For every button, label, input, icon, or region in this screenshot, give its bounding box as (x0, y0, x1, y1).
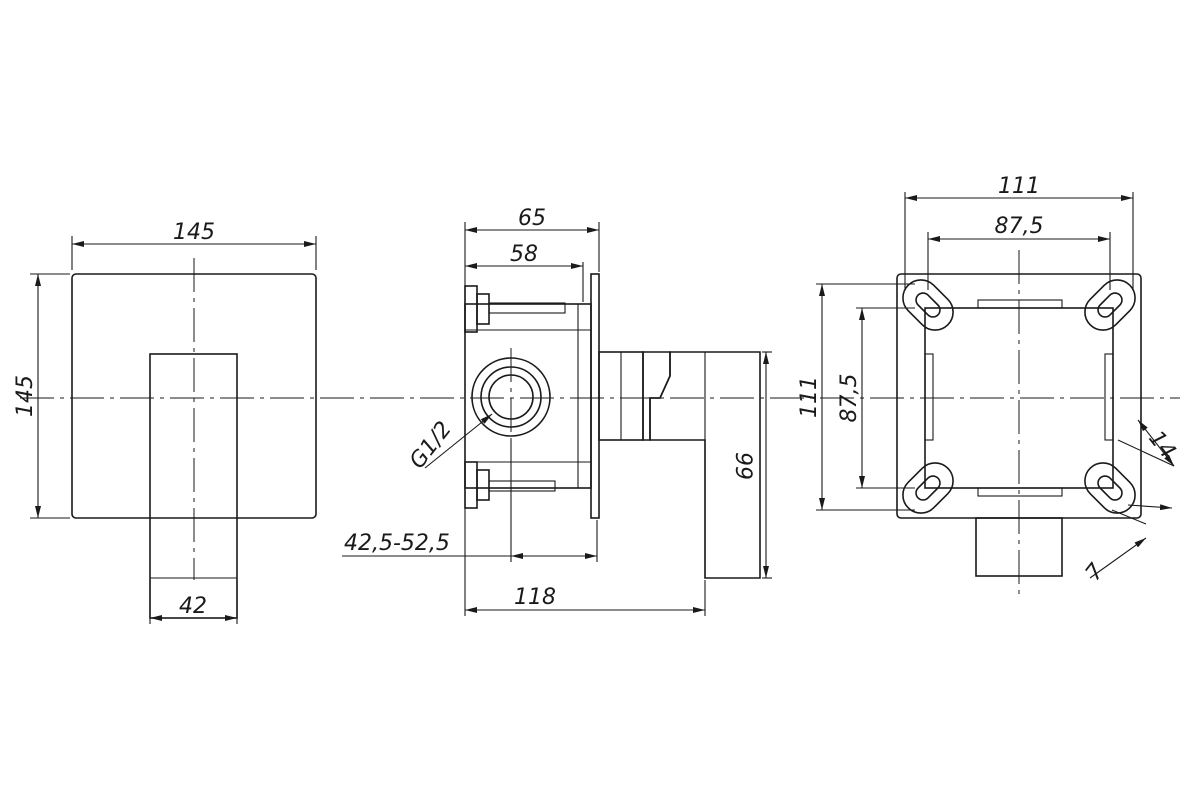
mounting-lug-bottom-right (1084, 462, 1136, 514)
dim-handle-height-label: 99 (730, 452, 755, 480)
dim-total-depth: 118 (464, 490, 706, 616)
dim-rear-height-outer-label: 111 (797, 376, 822, 418)
dim-front-width-label: 145 (173, 220, 215, 245)
front-view: 145 145 42 (13, 220, 317, 624)
dim-rear-height-inner: 87,5 (837, 307, 915, 489)
dim-rear-height-outer: 111 (797, 283, 915, 511)
dim-front-width: 145 (71, 220, 317, 270)
dim-body-depth-inner-label: 58 (510, 242, 538, 267)
bolt-top-head (464, 285, 478, 333)
bolt-bottom-head (464, 461, 478, 509)
dim-handle-height: 99 (730, 351, 772, 579)
dim-rear-height-inner-label: 87,5 (837, 374, 862, 423)
mounting-flange (590, 273, 600, 519)
dim-rear-width-outer: 111 (904, 174, 1134, 290)
dim-body-depth-inner: 58 (465, 242, 584, 302)
mounting-lug-top-left (902, 279, 954, 331)
dim-rear-width-inner: 87,5 (927, 214, 1111, 290)
dim-body-depth-outer-label: 65 (518, 206, 546, 231)
mounting-lug-top-right (1084, 279, 1136, 331)
dim-slot-width: 7 (1081, 504, 1173, 586)
dim-rear-width-outer-label: 111 (998, 174, 1040, 199)
dim-install-depth-label: 42,5-52,5 (344, 531, 450, 556)
dim-handle-width-label: 42 (179, 594, 207, 619)
dim-slot-width-label: 7 (1081, 559, 1109, 585)
lever-handle (642, 351, 671, 441)
thread-label: G1/2 (405, 417, 457, 474)
dim-body-depth-outer: 65 (464, 206, 600, 302)
dim-rear-width-inner-label: 87,5 (995, 214, 1044, 239)
dim-front-height: 145 (13, 273, 70, 519)
dim-install-depth: 42,5-52,5 (342, 440, 598, 562)
mounting-lug-bottom-left (902, 462, 954, 514)
thread-callout: G1/2 (405, 413, 493, 474)
side-view: 65 58 G1/2 42,5-52,5 118 (342, 206, 772, 616)
rear-view: 111 87,5 111 87,5 14 (797, 174, 1180, 600)
valve-body (464, 303, 592, 489)
dim-handle-width: 42 (149, 580, 238, 624)
dim-front-height-label: 145 (13, 375, 38, 417)
dim-slot-length-label: 14 (1143, 426, 1180, 463)
dim-total-depth-label: 118 (514, 585, 556, 610)
